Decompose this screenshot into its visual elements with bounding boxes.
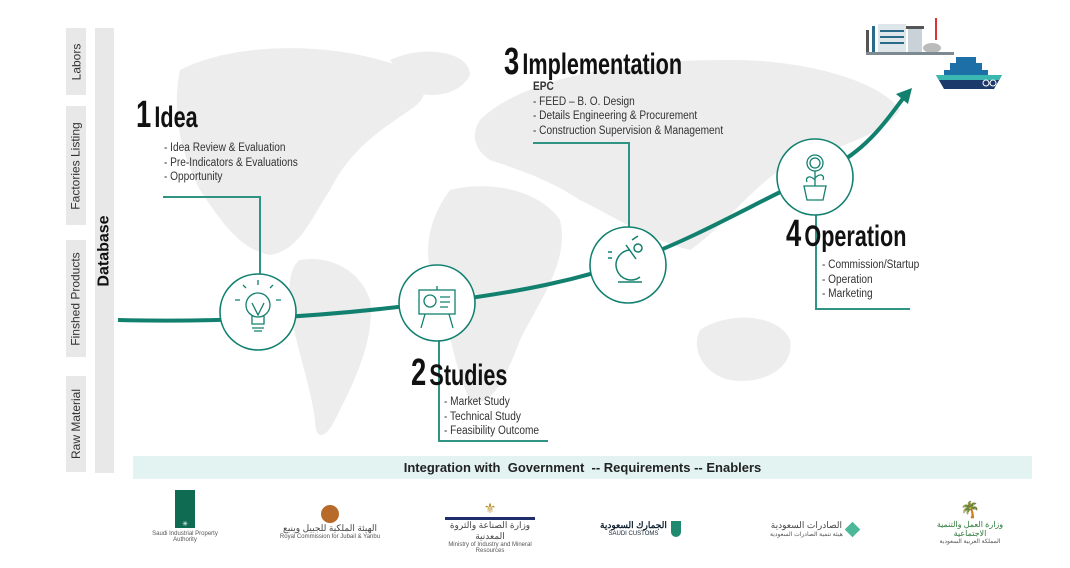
logo-caption: Saudi Industrial Property Authority <box>152 531 218 543</box>
step-studies-items: - Market Study - Technical Study - Feasi… <box>444 395 539 439</box>
arrow-head-icon <box>896 88 912 104</box>
logo-caption: هيئة تنمية الصادرات السعودية <box>770 532 843 538</box>
list-item: - Marketing <box>822 288 873 301</box>
logo-arabic: الصادرات السعودية <box>770 520 842 530</box>
royal-commission-logo: الهيئة الملكية للجبيل وينبع Royal Commis… <box>275 505 385 540</box>
integration-label: Integration with Government -- Requireme… <box>403 460 762 475</box>
presentation-board-icon <box>418 286 456 329</box>
step-idea-heading: 1 Idea <box>136 96 198 134</box>
ministry-labor-logo: 🌴 وزارة العمل والتنمية الاجتماعية المملك… <box>935 500 1005 545</box>
saudi-exports-logo: الصادرات السعودية هيئة تنمية الصادرات الس… <box>770 520 875 538</box>
step-operation-heading: 4 Operation <box>786 215 906 253</box>
integration-banner: Integration with Government -- Requireme… <box>133 456 1032 479</box>
royal-commission-mark <box>321 505 339 523</box>
logo-arabic: وزارة الصناعة والثروة المعدنية <box>449 520 531 541</box>
connector <box>533 142 629 144</box>
database-bar: Database <box>95 28 114 473</box>
step-title: Idea <box>154 101 198 134</box>
ship-icon <box>936 57 1002 89</box>
step-title: Operation <box>804 220 907 253</box>
step-subtitle: EPC <box>533 81 554 93</box>
list-item: - Feasibility Outcome <box>444 425 540 438</box>
logo-caption: Ministry of Industry and Mineral Resourc… <box>448 542 532 554</box>
step-number: 4 <box>786 213 802 255</box>
modon-logo: ✳ Saudi Industrial Property Authority <box>140 490 230 543</box>
sidebar-raw-material: Raw Material <box>66 376 86 472</box>
connector <box>815 308 910 310</box>
factory-icon <box>866 18 954 55</box>
connector <box>259 196 261 276</box>
ministry-industry-logo: ⚜ وزارة الصناعة والثروة المعدنية Ministr… <box>440 500 540 554</box>
logo-arabic: وزارة العمل والتنمية الاجتماعية <box>936 520 1004 538</box>
list-item: - Construction Supervision & Management <box>533 124 724 137</box>
logo-arabic: الجمارك السعودية <box>600 520 667 530</box>
list-item: - Opportunity <box>164 171 223 184</box>
connector <box>163 196 260 198</box>
step-studies-heading: 2 Studies <box>411 354 507 392</box>
logo-caption: المملكة العربية السعودية <box>939 539 1001 545</box>
step-implementation-heading: 3 Implementation <box>504 43 682 81</box>
sidebar-factories-listing: Factories Listing <box>66 106 86 225</box>
microscope-icon <box>608 235 643 283</box>
list-item: - Technical Study <box>444 410 521 423</box>
list-item: - Idea Review & Evaluation <box>164 142 286 154</box>
step-implementation-items: EPC - FEED – B. O. Design - Details Engi… <box>533 80 723 138</box>
customs-shield-mark <box>670 520 681 537</box>
lightbulb-icon <box>235 280 281 332</box>
connector <box>438 440 548 442</box>
palm-swords-mark: ⚜ <box>483 500 497 516</box>
list-item: - Details Engineering & Procurement <box>533 110 698 123</box>
logo-caption: SAUDI CUSTOMS <box>608 531 659 537</box>
list-item: - Pre-Indicators & Evaluations <box>164 156 298 169</box>
connector <box>628 142 630 228</box>
step-idea-items: - Idea Review & Evaluation - Pre-Indicat… <box>164 141 298 185</box>
logo-arabic: الهيئة الملكية للجبيل وينبع <box>283 523 377 533</box>
step-number: 1 <box>136 94 152 136</box>
exports-diamond-mark <box>844 521 861 537</box>
list-item: - Operation <box>822 273 873 286</box>
step-title: Studies <box>429 359 508 392</box>
list-item: - Market Study <box>444 396 510 408</box>
modon-mark: ✳ <box>175 490 195 528</box>
logo-caption: Royal Commission for Jubail & Yanbu <box>279 534 381 540</box>
connector <box>438 340 440 441</box>
money-plant-icon <box>803 154 827 201</box>
step-number: 3 <box>504 41 520 83</box>
palm-tree-mark: 🌴 <box>960 502 980 519</box>
step-title: Implementation <box>522 48 683 81</box>
step-number: 2 <box>411 352 427 394</box>
list-item: - FEED – B. O. Design <box>533 95 635 108</box>
sidebar-finished-products: Finshed Products <box>66 240 86 357</box>
step-operation-items: - Commission/Startup - Operation - Marke… <box>822 258 919 302</box>
sidebar-labors: Labors <box>66 28 86 95</box>
list-item: - Commission/Startup <box>822 259 920 271</box>
connector <box>815 214 817 309</box>
